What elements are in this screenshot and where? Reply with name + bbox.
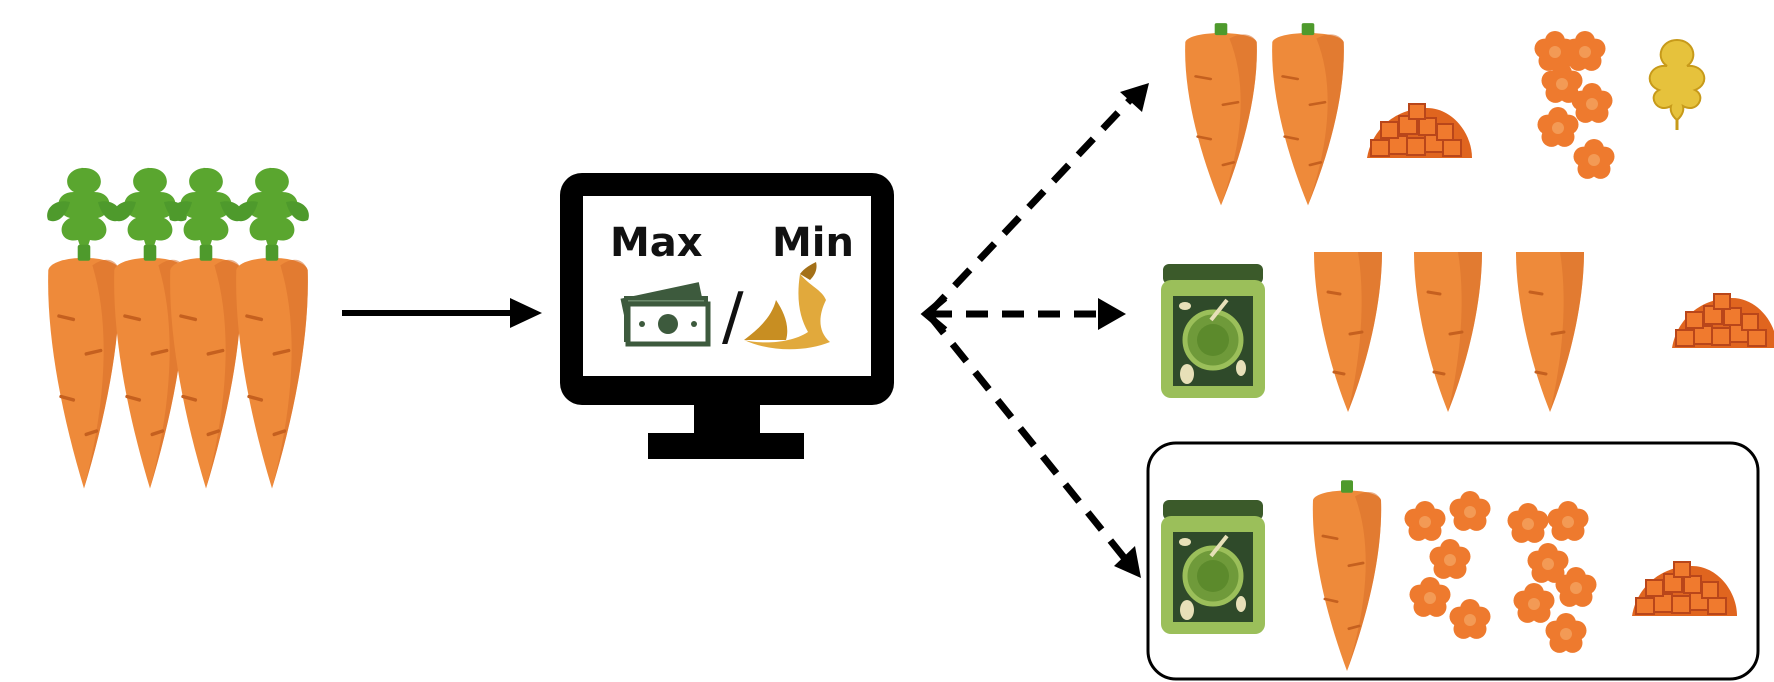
carrot-stick-icon xyxy=(1412,250,1484,414)
carrot-bunch-icon xyxy=(47,168,309,491)
diced-carrot-icon xyxy=(1631,561,1738,617)
pickle-jar-icon xyxy=(1161,264,1265,398)
diced-carrot-icon xyxy=(1671,293,1774,349)
whole-carrot-icon xyxy=(1311,478,1383,673)
arrow-to-option-1 xyxy=(927,97,1133,315)
optimizer-monitor: Max Min / xyxy=(560,173,894,459)
carrot-stick-icon xyxy=(1514,250,1586,414)
carrot-flower-slices-icon xyxy=(1507,501,1597,653)
output-arrows xyxy=(920,97,1133,563)
outcome-option-3 xyxy=(1146,441,1760,681)
diced-carrot-icon xyxy=(1366,103,1473,159)
carrot-flower-slices-icon xyxy=(1404,491,1491,639)
money-bills-icon xyxy=(620,282,711,347)
input-arrow xyxy=(342,298,542,328)
max-label: Max xyxy=(610,220,703,266)
outcome-option-2 xyxy=(1161,250,1774,414)
carrot-flower-slices-icon xyxy=(1534,31,1615,179)
whole-carrot-icon xyxy=(1270,21,1346,207)
banana-peel-waste-icon xyxy=(744,262,830,350)
min-label: Min xyxy=(772,220,854,266)
max-min-separator: / xyxy=(722,280,744,354)
carrot-stick-icon xyxy=(1312,250,1384,414)
arrow-to-option-3 xyxy=(927,313,1129,563)
whole-carrot-icon xyxy=(1183,21,1259,207)
outcome-option-1 xyxy=(1183,21,1706,207)
pickle-jar-icon xyxy=(1161,500,1265,634)
carrot-leaves-icon xyxy=(1648,38,1706,132)
selected-outcome-box xyxy=(1146,441,1760,681)
